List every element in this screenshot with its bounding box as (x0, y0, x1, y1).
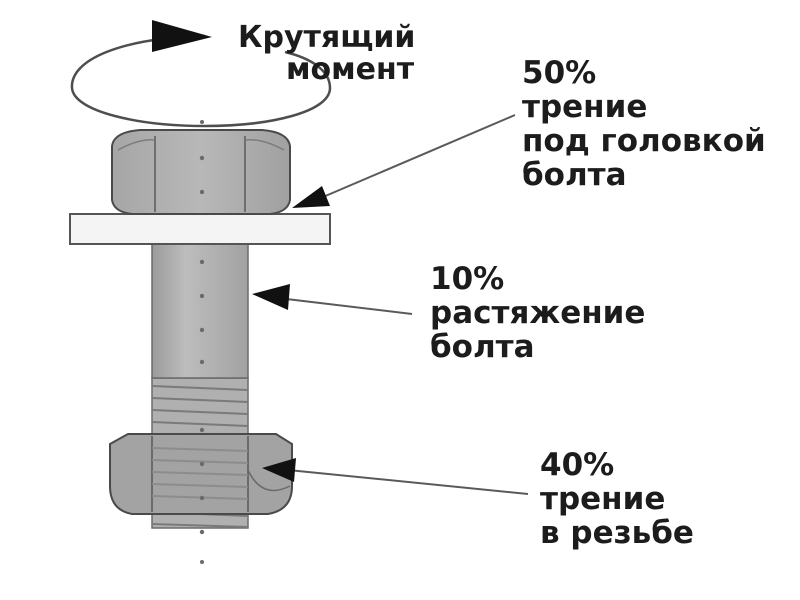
bolt-stretch-label: 10% растяжение болта (430, 262, 645, 364)
head-friction-pointer (292, 114, 516, 208)
washer (69, 213, 331, 245)
head-friction-label: 50% трение под головкой болта (522, 56, 766, 192)
torque-rotation-arrow (70, 20, 332, 128)
torque-line2: момент (286, 52, 415, 87)
bolt-head (111, 129, 291, 215)
thread-friction-line2: в резьбе (540, 515, 694, 551)
head-friction-line3: болта (522, 157, 627, 193)
nut (109, 433, 293, 515)
bolt-stretch-line1: растяжение (430, 295, 646, 331)
bolt-stretch-percent: 10% (430, 261, 505, 297)
bolt-stretch-line2: болта (430, 329, 535, 365)
torque-label: Крутящий момент (238, 22, 415, 86)
head-friction-line2: под головкой (522, 123, 766, 159)
head-friction-line1: трение (522, 89, 648, 125)
torque-line1: Крутящий (238, 20, 416, 55)
thread-friction-pointer (262, 458, 529, 495)
center-axis (199, 120, 205, 564)
head-friction-percent: 50% (522, 55, 597, 91)
thread-friction-line1: трение (540, 481, 666, 517)
bolt-shank (151, 243, 249, 379)
thread-friction-percent: 40% (540, 447, 615, 483)
stretch-pointer (252, 284, 413, 315)
thread-friction-label: 40% трение в резьбе (540, 448, 694, 550)
